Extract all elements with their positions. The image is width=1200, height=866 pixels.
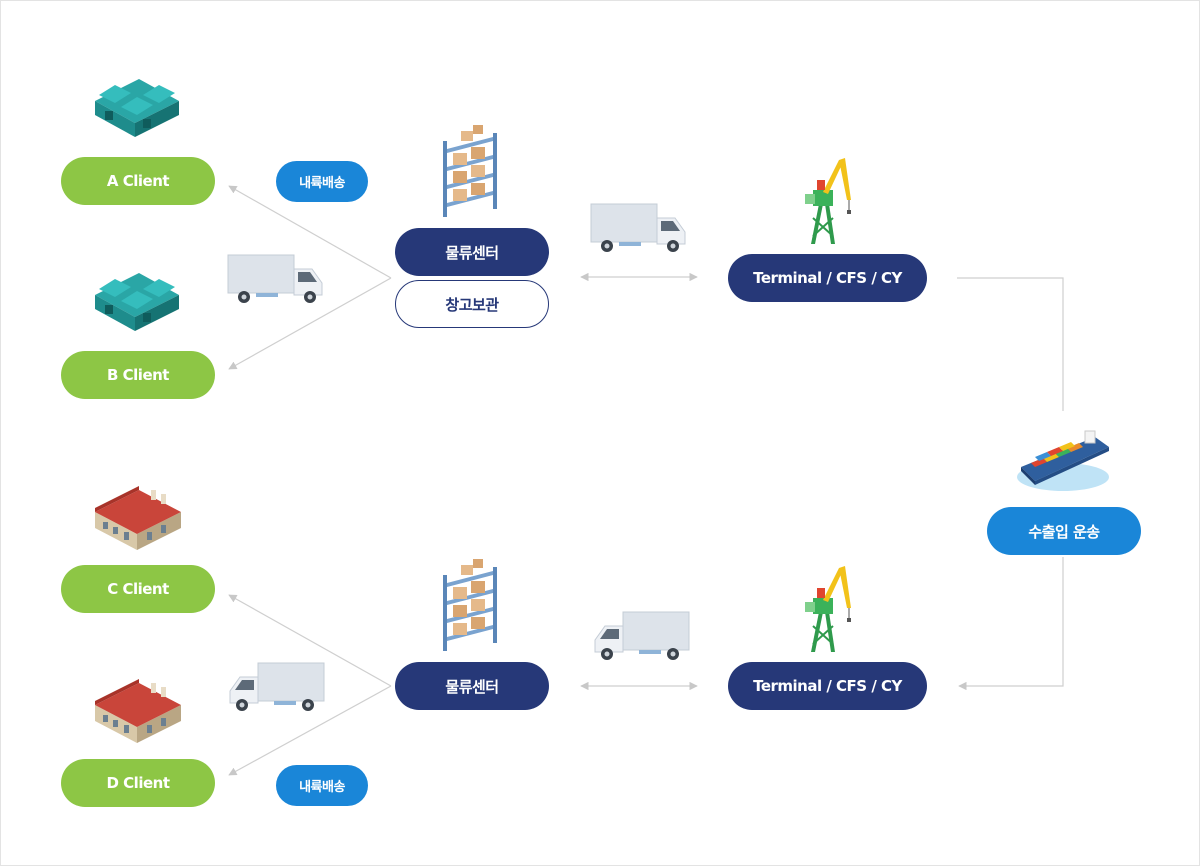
delivery-truck-icon	[227, 254, 323, 303]
line-center-to-c-client	[228, 594, 392, 687]
line-center-to-b-client	[228, 277, 392, 370]
c-client-node: C Client	[61, 565, 215, 613]
d-client-node: D Client	[61, 759, 215, 807]
a-client-node: A Client	[61, 157, 215, 205]
line-terminal-to-ship	[957, 277, 1064, 411]
line-center-to-a-client	[228, 185, 392, 279]
storage-rack-icon	[443, 559, 497, 651]
line-center-to-d-client	[228, 685, 392, 776]
line-ship-to-terminal	[958, 557, 1064, 691]
delivery-truck-icon	[590, 203, 686, 252]
harbor-crane-icon	[805, 158, 851, 244]
logistics-center-node: 물류센터	[395, 228, 549, 276]
storage-rack-icon	[443, 125, 497, 217]
import-export-shipping-node: 수출입 운송	[987, 507, 1141, 555]
teal-warehouse-icon	[95, 79, 179, 137]
terminal-node: Terminal / CFS / CY	[728, 662, 927, 710]
delivery-truck-icon	[594, 611, 690, 660]
logistics-center-node: 물류센터	[395, 662, 549, 710]
teal-warehouse-icon	[95, 273, 179, 331]
harbor-crane-icon	[805, 566, 851, 652]
red-roof-warehouse-icon	[95, 679, 181, 743]
delivery-truck-icon	[229, 662, 325, 711]
inland-delivery-tag: 내륙배송	[276, 765, 368, 806]
inland-delivery-tag: 내륙배송	[276, 161, 368, 202]
warehouse-storage-node: 창고보관	[395, 280, 549, 328]
red-roof-warehouse-icon	[95, 486, 181, 550]
container-ship-icon	[1017, 430, 1109, 491]
terminal-node: Terminal / CFS / CY	[728, 254, 927, 302]
b-client-node: B Client	[61, 351, 215, 399]
